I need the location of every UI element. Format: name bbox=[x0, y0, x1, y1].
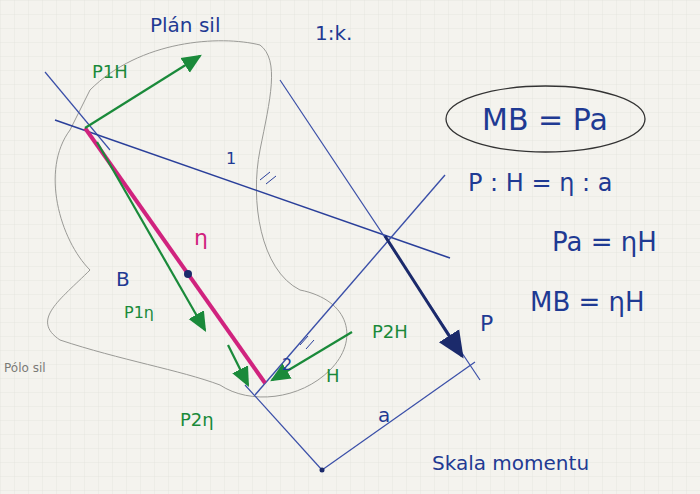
force-label: P2H bbox=[372, 322, 408, 342]
eta-label: η bbox=[194, 226, 208, 250]
arrow-p1h bbox=[85, 56, 200, 128]
encircled-formula: MB = Pa bbox=[444, 84, 647, 154]
closing-line bbox=[85, 128, 265, 383]
force-label: P1η bbox=[124, 304, 154, 322]
force-label: P1H bbox=[92, 62, 128, 82]
arrow-p2eta bbox=[228, 345, 248, 385]
arrow-p2h bbox=[272, 332, 352, 380]
pole-note: Pólo sil bbox=[4, 362, 46, 375]
dimension-label: a bbox=[378, 404, 390, 426]
scale-note: 1:k. bbox=[315, 22, 352, 44]
equation: MB = ηH bbox=[530, 288, 645, 317]
ray-number: 1 bbox=[226, 150, 236, 168]
pencil-outline bbox=[48, 41, 347, 397]
force-line bbox=[280, 80, 480, 380]
title-note: Plán sil bbox=[150, 14, 220, 36]
formula-text: MB = Pa bbox=[444, 84, 647, 137]
equation: Pa = ηH bbox=[552, 228, 657, 257]
force-label: P2η bbox=[180, 410, 214, 430]
arrow-p1eta bbox=[97, 142, 205, 330]
force-label: H bbox=[326, 366, 340, 386]
force-label: P bbox=[480, 312, 493, 336]
point-label: B bbox=[116, 268, 130, 290]
scale-caption: Skala momentu bbox=[432, 452, 589, 474]
ray-number: 2 bbox=[282, 356, 292, 374]
equation: P : H = η : a bbox=[468, 170, 613, 196]
